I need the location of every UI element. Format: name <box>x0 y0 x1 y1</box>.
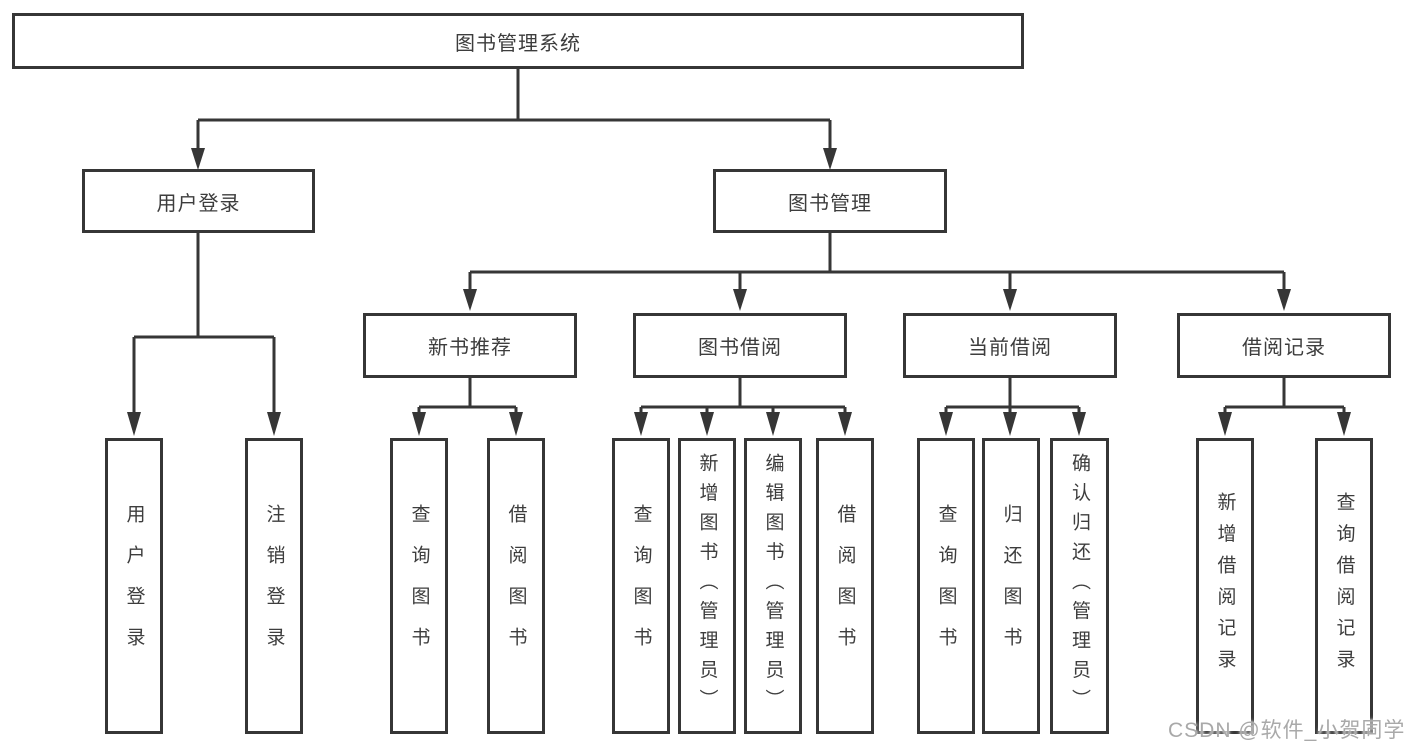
leaf-borrow-books-recommend: 借阅图书 <box>487 438 545 734</box>
node-library-management-system: 图书管理系统 <box>12 13 1024 69</box>
arrowheads <box>127 148 1351 436</box>
node-label: 查询图书 <box>935 504 957 668</box>
node-label: 图书管理 <box>788 192 872 215</box>
leaf-user-login: 用户登录 <box>105 438 163 734</box>
leaf-logout: 注销登录 <box>245 438 303 734</box>
node-label: 用户登录 <box>156 192 241 215</box>
node-label: 借阅图书 <box>834 504 856 668</box>
node-label: 查询图书 <box>408 504 430 668</box>
leaf-return-books: 归还图书 <box>982 438 1040 734</box>
leaf-query-books-recommend: 查询图书 <box>390 438 448 734</box>
leaf-add-borrow-record: 新增借阅记录 <box>1196 438 1254 734</box>
node-book-management: 图书管理 <box>713 169 947 233</box>
node-label: 归还图书 <box>1000 504 1022 668</box>
node-label: 注销登录 <box>263 504 285 668</box>
leaf-confirm-return-admin: 确认归还（管理员） <box>1050 438 1109 734</box>
node-user-login: 用户登录 <box>82 169 315 233</box>
leaf-query-borrow-record: 查询借阅记录 <box>1315 438 1373 734</box>
leaf-borrow-books: 借阅图书 <box>816 438 874 734</box>
leaf-add-books-admin: 新增图书（管理员） <box>678 438 736 734</box>
node-label: 编辑图书（管理员） <box>762 453 784 719</box>
node-label: 借阅图书 <box>505 504 527 668</box>
node-book-borrowing: 图书借阅 <box>633 313 847 378</box>
node-new-book-recommend: 新书推荐 <box>363 313 577 378</box>
node-label: 用户登录 <box>123 504 145 668</box>
node-label: 图书管理系统 <box>455 32 581 55</box>
leaf-query-books-current: 查询图书 <box>917 438 975 734</box>
csdn-watermark: CSDN @软件_小贺同学 <box>1168 719 1405 742</box>
node-label: 当前借阅 <box>968 337 1052 359</box>
node-label: 查询借阅记录 <box>1333 491 1355 681</box>
node-label: 新增图书（管理员） <box>696 453 718 719</box>
node-current-borrowing: 当前借阅 <box>903 313 1117 378</box>
node-label: 新书推荐 <box>428 337 512 359</box>
leaf-query-books-borrow: 查询图书 <box>612 438 670 734</box>
node-label: 借阅记录 <box>1242 337 1326 359</box>
node-borrowing-records: 借阅记录 <box>1177 313 1391 378</box>
node-label: 确认归还（管理员） <box>1069 453 1090 719</box>
leaf-edit-books-admin: 编辑图书（管理员） <box>744 438 802 734</box>
node-label: 新增借阅记录 <box>1214 491 1236 681</box>
node-label: 图书借阅 <box>698 337 782 359</box>
node-label: 查询图书 <box>630 504 652 668</box>
